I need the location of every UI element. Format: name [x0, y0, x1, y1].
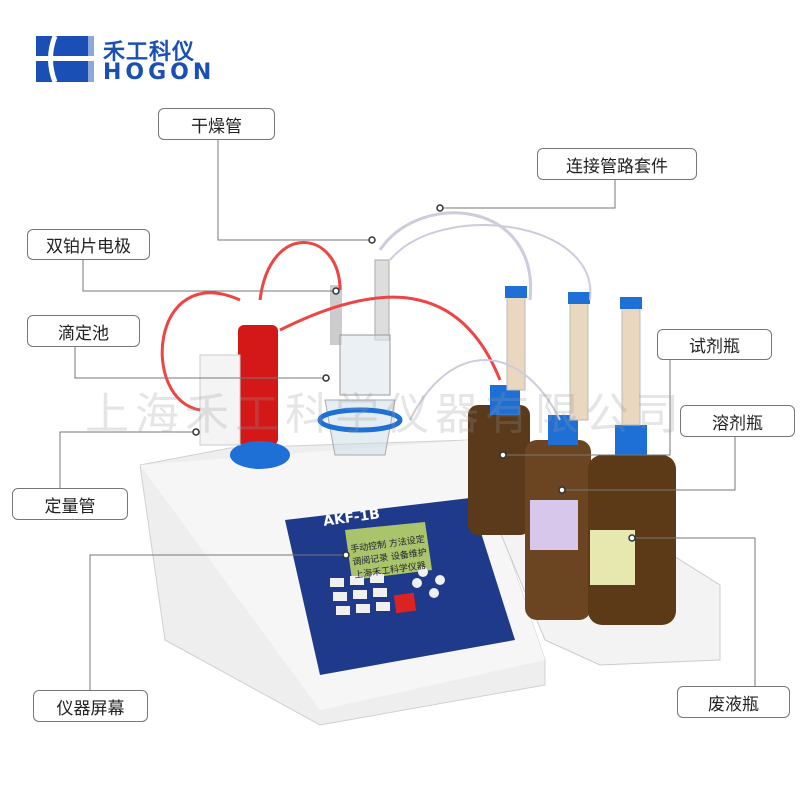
callout-waste-bottle: 废液瓶	[677, 686, 790, 718]
leader-lines	[59, 140, 756, 690]
callout-titration-cell: 滴定池	[27, 315, 140, 347]
lcd-screen	[345, 522, 432, 580]
watermark: 上海禾工科学仪器有限公司	[85, 389, 685, 440]
red-key	[393, 592, 417, 614]
callout-instrument-screen: 仪器屏幕	[33, 690, 148, 722]
callout-dual-platinum-electrode: 双铂片电极	[27, 229, 150, 260]
callout-tubing-kit: 连接管路套件	[537, 148, 697, 180]
control-panel	[285, 498, 515, 675]
titrator-body	[139, 439, 546, 726]
logo-text-en: HOGON	[103, 60, 216, 85]
leader-dots	[192, 204, 636, 559]
callout-reagent-bottle: 试剂瓶	[657, 329, 772, 360]
logo-mark	[36, 35, 94, 83]
logo-text-cn: 禾工科仪	[103, 40, 196, 65]
callout-metering-tube: 定量管	[12, 488, 128, 520]
titration-cell-illustration	[160, 211, 592, 469]
callout-solvent-bottle: 溶剂瓶	[680, 405, 795, 437]
callout-drying-tube: 干燥管	[158, 108, 275, 140]
